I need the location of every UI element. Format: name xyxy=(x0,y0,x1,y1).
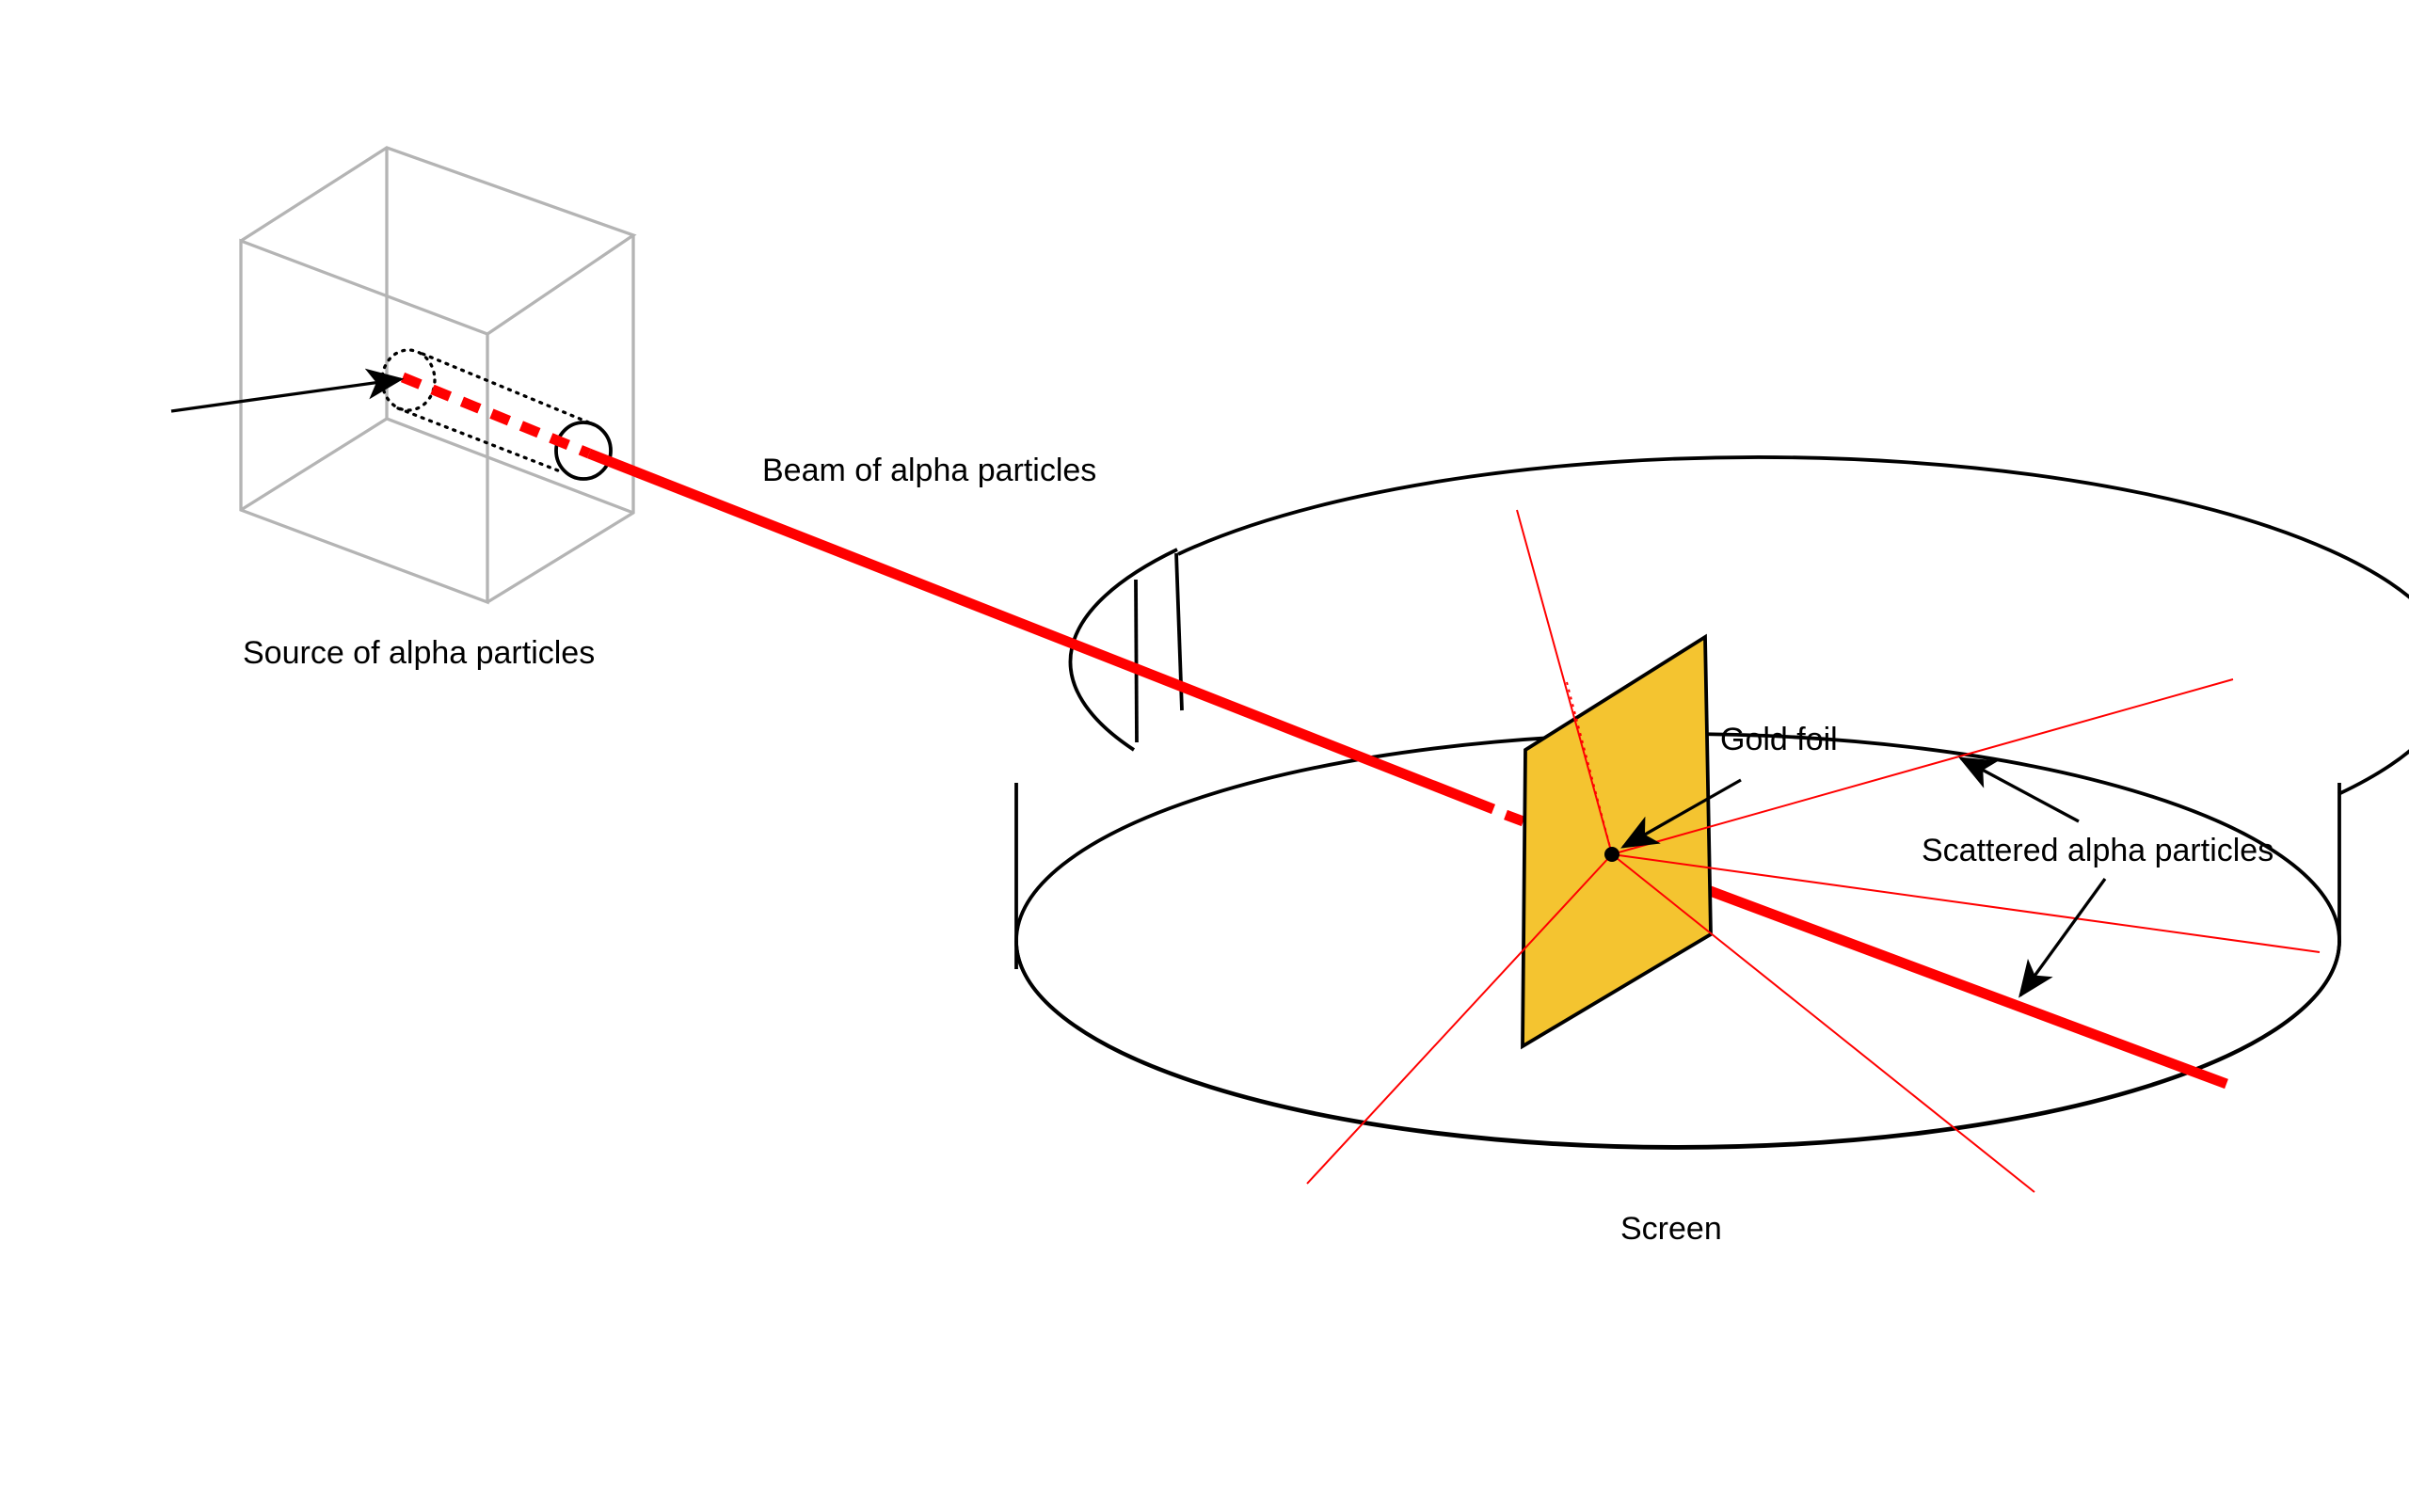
source-aperture xyxy=(554,421,613,481)
impact-point xyxy=(1604,847,1619,862)
beam-label: Beam of alpha particles xyxy=(762,453,1096,488)
scattered-rays xyxy=(1306,509,2321,1193)
pointer-arrows xyxy=(170,368,2107,998)
gold-foil-label: Gold foil xyxy=(1720,722,1838,757)
scattered-arrow-lower-icon xyxy=(2018,878,2107,998)
source-label: Source of alpha particles xyxy=(243,635,595,671)
source-box xyxy=(239,146,637,605)
source-cylinder xyxy=(380,348,593,474)
screen-label: Screen xyxy=(1620,1211,1722,1247)
alpha-beam xyxy=(400,372,2228,1090)
gold-foil xyxy=(1521,633,1713,1050)
gold-foil-arrow-icon xyxy=(1620,778,1742,849)
source-arrow-icon xyxy=(170,368,405,413)
scattered-label: Scattered alpha particles xyxy=(1922,833,2273,868)
scattered-arrow-upper-icon xyxy=(1958,756,2080,823)
screen xyxy=(1014,455,2409,1150)
